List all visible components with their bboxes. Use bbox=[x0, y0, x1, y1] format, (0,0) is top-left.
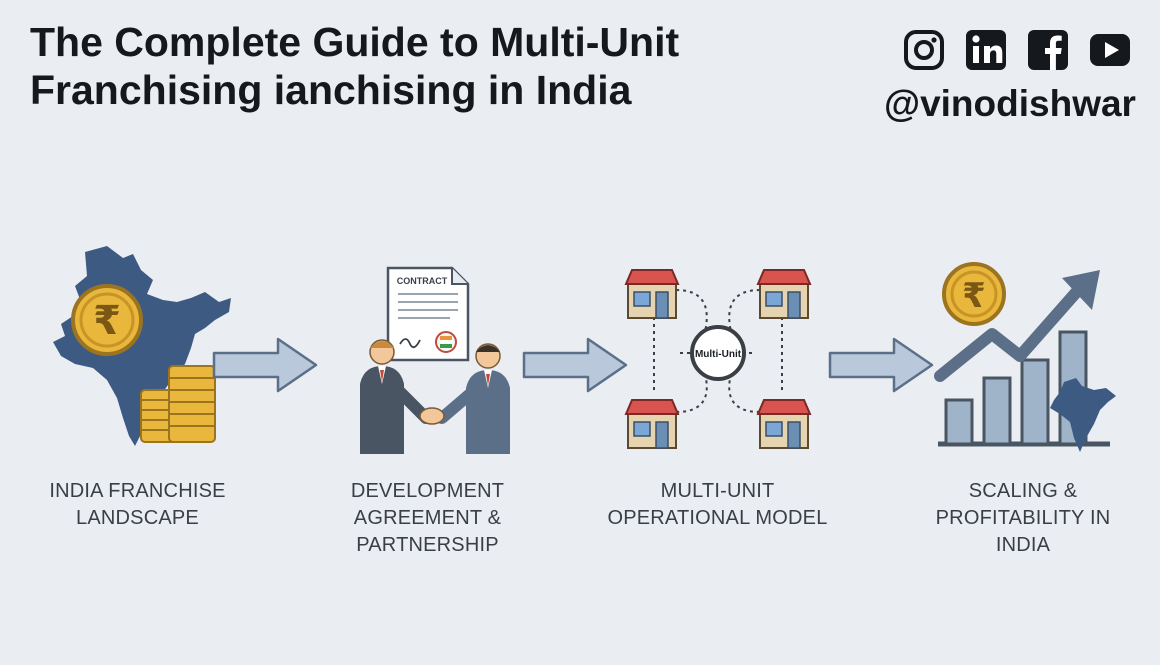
social-icons bbox=[902, 28, 1142, 72]
instagram-icon[interactable] bbox=[902, 28, 946, 72]
growth-bar-2 bbox=[982, 376, 1012, 446]
growth-arrow bbox=[934, 282, 1086, 382]
step-label-3: MULTI-UNIT OPERATIONAL MODEL bbox=[607, 480, 828, 529]
contract-document-icon: CONTRACT bbox=[386, 266, 470, 362]
title-line-2: Franchising ianchising in India bbox=[30, 67, 632, 113]
businessman-left bbox=[360, 339, 432, 454]
store-icon-bottom-right bbox=[756, 399, 812, 449]
step-label-4: SCALING & PROFITABILITY IN INDIA bbox=[935, 480, 1111, 556]
flow-arrow-1 bbox=[212, 337, 318, 393]
mini-india-map bbox=[1050, 378, 1116, 452]
facebook-icon[interactable] bbox=[1026, 28, 1070, 72]
rupee-coin-symbol: ₹ bbox=[93, 298, 121, 344]
growth-rupee-coin: ₹ bbox=[942, 262, 1006, 326]
rupee-coin: ₹ bbox=[71, 284, 143, 356]
multi-unit-hub: Multi-Unit bbox=[690, 325, 746, 381]
title-line-1: The Complete Guide to Multi-Unit bbox=[30, 19, 680, 65]
step-label-2: DEVELOPMENT AGREEMENT & PARTNERSHIP bbox=[350, 480, 505, 556]
store-icon-bottom-left bbox=[624, 399, 680, 449]
linkedin-icon[interactable] bbox=[964, 28, 1008, 72]
growth-bar-1 bbox=[944, 398, 974, 446]
coin-stacks bbox=[140, 365, 216, 443]
flow-arrow-3 bbox=[828, 337, 934, 393]
author-handle: @vinodishwar bbox=[884, 83, 1136, 124]
growth-coin-symbol: ₹ bbox=[962, 276, 986, 316]
youtube-icon[interactable] bbox=[1088, 28, 1132, 72]
growth-bar-3 bbox=[1020, 358, 1050, 446]
store-icon-top-left bbox=[624, 269, 680, 319]
page-title: The Complete Guide to Multi-Unit Franchi… bbox=[30, 18, 850, 114]
businessman-right bbox=[436, 343, 510, 454]
contract-heading: CONTRACT bbox=[397, 276, 448, 286]
contract-handshake-icon: CONTRACT bbox=[360, 266, 510, 454]
india-map-rupee-coin-icon: ₹ bbox=[53, 246, 231, 446]
step-label-1: INDIA FRANCHISE LANDSCAPE bbox=[49, 480, 226, 529]
handshake-hands bbox=[419, 407, 445, 425]
growth-chart-icon: ₹ bbox=[934, 262, 1116, 452]
flow-arrow-2 bbox=[522, 337, 628, 393]
multi-unit-stores-icon: Multi-Unit bbox=[624, 269, 812, 449]
store-icon-top-right bbox=[756, 269, 812, 319]
hub-label: Multi-Unit bbox=[695, 349, 742, 360]
